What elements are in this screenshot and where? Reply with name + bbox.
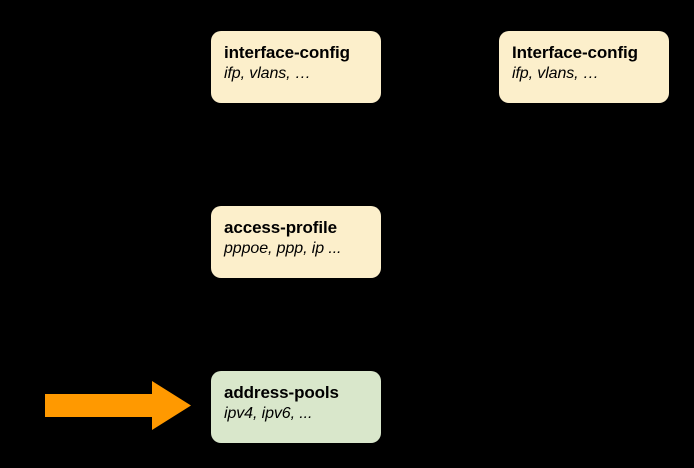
- node-title: address-pools: [224, 383, 339, 402]
- node-title: access-profile: [224, 218, 337, 237]
- arrow-right-icon: [45, 381, 191, 430]
- node-subtitle: ipv4, ipv6, ...: [224, 405, 313, 422]
- node-subtitle: pppoe, ppp, ip ...: [224, 240, 342, 257]
- node-subtitle: ifp, vlans, …: [224, 65, 311, 82]
- node-title: interface-config: [224, 43, 350, 62]
- node-title: Interface-config: [512, 43, 638, 62]
- node-interface-config-left[interactable]: interface-config ifp, vlans, …: [211, 31, 381, 103]
- node-access-profile[interactable]: access-profile pppoe, ppp, ip ...: [211, 206, 381, 278]
- node-subtitle: ifp, vlans, …: [512, 65, 599, 82]
- node-interface-config-right[interactable]: Interface-config ifp, vlans, …: [499, 31, 669, 103]
- node-address-pools[interactable]: address-pools ipv4, ipv6, ...: [211, 371, 381, 443]
- highlight-arrow: [45, 381, 191, 430]
